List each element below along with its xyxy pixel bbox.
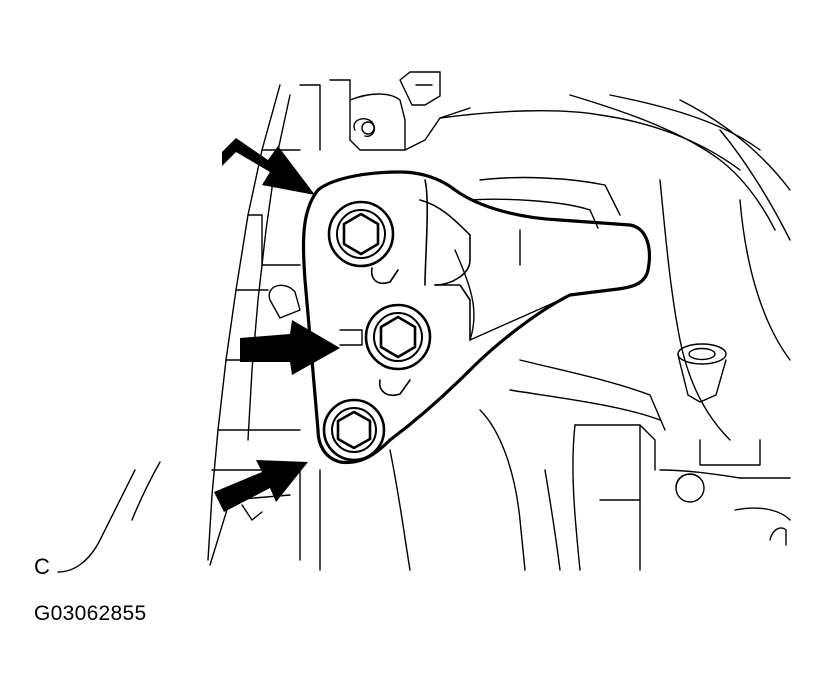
callout-label: C bbox=[34, 554, 50, 579]
mounting-bracket bbox=[301, 170, 652, 465]
arrow-middle bbox=[240, 320, 340, 375]
figure-code: G03062855 bbox=[34, 602, 147, 625]
engine-block-outline bbox=[57, 71, 791, 573]
arrow-upper bbox=[222, 138, 315, 195]
bolt-upper bbox=[327, 200, 395, 268]
bolt-middle bbox=[364, 303, 432, 371]
bolt-lower bbox=[322, 398, 386, 462]
arrow-lower bbox=[214, 460, 308, 512]
